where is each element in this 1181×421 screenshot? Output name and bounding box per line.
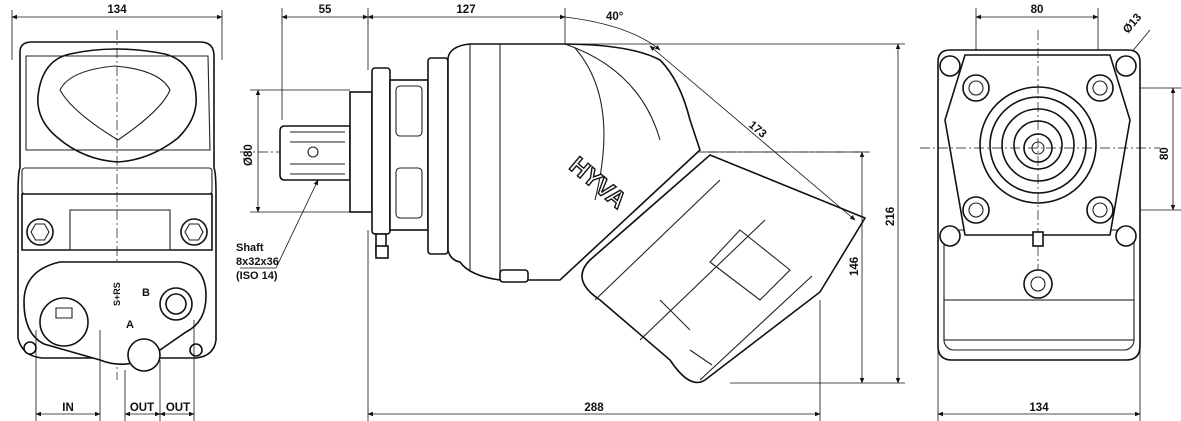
shaft-label-line2: 8x32x36	[236, 256, 279, 268]
rear-view: 80 Ø13 80	[920, 4, 1181, 421]
rear-bolt-br	[1086, 196, 1114, 224]
front-width-dim: 134	[107, 4, 127, 16]
port-out-dim-1: OUT	[130, 402, 154, 414]
shaft-label-line1: Shaft	[236, 242, 264, 254]
port-out-hole-1	[127, 338, 161, 372]
front-housing: B A S+RS	[17, 30, 217, 380]
rear-width-dim: 134	[1029, 402, 1049, 414]
diag-length-dim: 173	[746, 119, 768, 141]
port-b-label: B	[142, 287, 150, 299]
front-view: 134	[11, 4, 223, 421]
shaft-callout: Shaft 8x32x36 (ISO 14)	[236, 242, 279, 282]
height-dim-216: 216	[885, 207, 897, 226]
port-in-hole	[39, 297, 89, 347]
rear-bolt-spacing-v: 80	[1159, 147, 1171, 160]
side-view: 55 127 40° Ø80	[236, 4, 905, 421]
shaft-dia-dim: Ø80	[243, 144, 255, 166]
port-out-dim-2: OUT	[166, 402, 190, 414]
rear-corner-bolts	[939, 55, 1137, 247]
flange-length-dim: 55	[319, 4, 332, 16]
mount-flange	[349, 57, 449, 259]
body-length-dim: 127	[456, 4, 475, 16]
rear-bolt-tl	[962, 74, 990, 102]
port-a-label: A	[126, 319, 134, 331]
height-dim-146: 146	[849, 257, 861, 276]
hole-dia-dim: Ø13	[1121, 12, 1144, 36]
rotation-mark: S+RS	[112, 282, 122, 306]
rear-bolt-tr	[1086, 74, 1114, 102]
total-length-dim: 288	[584, 402, 604, 414]
shaft-label-line3: (ISO 14)	[236, 270, 278, 282]
shaft	[279, 125, 351, 181]
front-bolt-right	[180, 218, 208, 246]
port-in-dim: IN	[62, 402, 74, 414]
rear-bolt-bl	[962, 196, 990, 224]
angle-dim: 40°	[606, 11, 624, 23]
rear-bolt-spacing-h: 80	[1031, 4, 1044, 16]
front-bolt-left	[26, 218, 54, 246]
